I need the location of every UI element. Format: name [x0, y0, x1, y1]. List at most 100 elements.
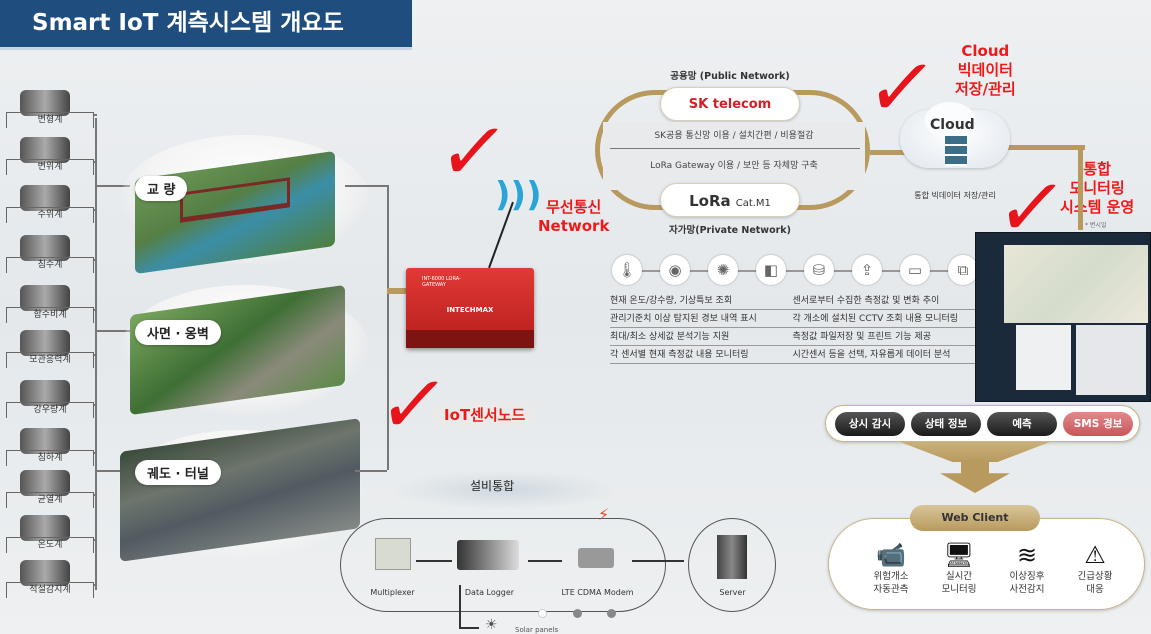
carousel-dot[interactable] [538, 609, 547, 618]
modem-icon [578, 548, 614, 568]
sensor-image [20, 137, 70, 163]
sensor-label: 온도계 [6, 537, 94, 553]
data-logger-label: Data Logger [464, 588, 515, 597]
connector [345, 185, 387, 187]
gateway-brand: INTECHMAX [446, 306, 494, 314]
sensor-image [20, 428, 70, 454]
connector [355, 470, 387, 472]
sensor-image [20, 235, 70, 261]
iot-node-badge: IoT센서노드 [432, 402, 538, 428]
lora-logo: LoRa Cat.M1 [660, 183, 800, 217]
gateway-model: INT-6000 LORA-GATEWAY [422, 276, 461, 288]
connector [95, 185, 130, 187]
sk-telecom-logo: SK telecom [660, 87, 800, 121]
connector [95, 470, 130, 472]
site-label-slope: 사면 · 옹벽 [135, 320, 221, 345]
page-title: Smart IoT 계측시스템 개요도 [0, 0, 412, 50]
solar-panel-icon: ☀ [485, 617, 498, 633]
sensor-image [20, 380, 70, 406]
check-icon: ✓ [431, 105, 516, 198]
server-label: Server [719, 588, 746, 597]
upload-icon: ⇪ [852, 255, 882, 285]
server-icon [945, 136, 967, 166]
sensor-label: 수위계 [6, 207, 94, 223]
wifi-signal-icon: ))) [495, 175, 542, 215]
integration-flow [340, 518, 666, 612]
cctv-icon: ◧ [756, 255, 786, 285]
sensor-label: 강우량계 [6, 402, 94, 418]
web-client-title: Web Client [910, 505, 1040, 531]
thermometer-icon: 🌡 [612, 255, 642, 285]
sensor-image [20, 285, 70, 311]
monitoring-screen [975, 232, 1151, 402]
cloud-caption: 통합 빅데이터 저장/관리 [914, 191, 996, 200]
server-icon [717, 535, 747, 579]
solar-label: Solar panels [515, 626, 559, 634]
computer-icon: 🖥 [943, 541, 975, 569]
monitor-button[interactable]: SMS 경보 [1063, 412, 1133, 436]
storage-icon: ⛁ [804, 255, 834, 285]
cloud-label: Cloud [930, 117, 975, 133]
sensor-label: 변위계 [6, 159, 94, 175]
sensor-tree-line [95, 118, 97, 590]
connector [95, 330, 130, 332]
server-circle [688, 518, 776, 612]
public-network-caption: 공용망 (Public Network) [670, 71, 790, 82]
sensor-image [20, 470, 70, 496]
sensor-image [20, 560, 70, 586]
sensor-label: 균열계 [6, 492, 94, 508]
lora-gateway-device: INT-6000 LORA-GATEWAY INTECHMAX [406, 268, 534, 348]
connector [387, 288, 407, 294]
sensor-label: 모관응력계 [6, 352, 94, 368]
sensor-label: 함수비계 [6, 307, 94, 323]
signal-bolt-icon: ⚡ [598, 505, 610, 524]
carousel-dot[interactable] [607, 609, 616, 618]
monitor-button[interactable]: 상태 정보 [911, 412, 981, 436]
sensor-image [20, 515, 70, 541]
arrow-down-icon [940, 460, 1010, 493]
cloud-note: * 변시일 [1085, 222, 1107, 229]
web-client-panel [828, 518, 1145, 610]
private-network-caption: 자가망(Private Network) [669, 225, 791, 236]
title-text: Smart IoT 계측시스템 개요도 [32, 10, 344, 36]
modem-label: LTE CDMA Modem [561, 588, 634, 597]
multiplexer-label: Multiplexer [370, 588, 415, 597]
alarm-light-icon: ✺ [708, 255, 738, 285]
sensor-wave-icon: ≋ [1016, 541, 1038, 569]
sensor-label: 침수계 [6, 257, 94, 273]
cctv-icon: 📹 [876, 541, 906, 569]
sensor-image [20, 330, 70, 356]
sensor-label: 변형계 [6, 112, 94, 128]
site-label-bridge: 교 량 [135, 176, 188, 201]
multiplexer-icon [375, 538, 411, 570]
wireless-sensor-icon: ◉ [660, 255, 690, 285]
network-line-1: SK공용 통신망 이용 / 설치간편 / 비용절감 [654, 131, 814, 141]
warning-icon: ⚠ [1084, 541, 1106, 569]
sensor-label: 침하계 [6, 450, 94, 466]
integration-title: 설비통합 [470, 479, 515, 493]
data-logger-icon [457, 540, 519, 570]
monitor-button[interactable]: 예측 [987, 412, 1057, 436]
sensor-label: 적설감지계 [6, 582, 94, 598]
monitor-button[interactable]: 상시 감시 [835, 412, 905, 436]
sensor-image [20, 185, 70, 211]
site-bus-line [387, 185, 389, 470]
funnel-arrow [900, 442, 1050, 462]
monitor-icon: ▭ [900, 255, 930, 285]
site-label-tunnel: 궤도 · 터널 [135, 460, 221, 485]
multi-screen-icon: ⧉ [948, 255, 978, 285]
sensor-image [20, 90, 70, 116]
carousel-dot[interactable] [573, 609, 582, 618]
